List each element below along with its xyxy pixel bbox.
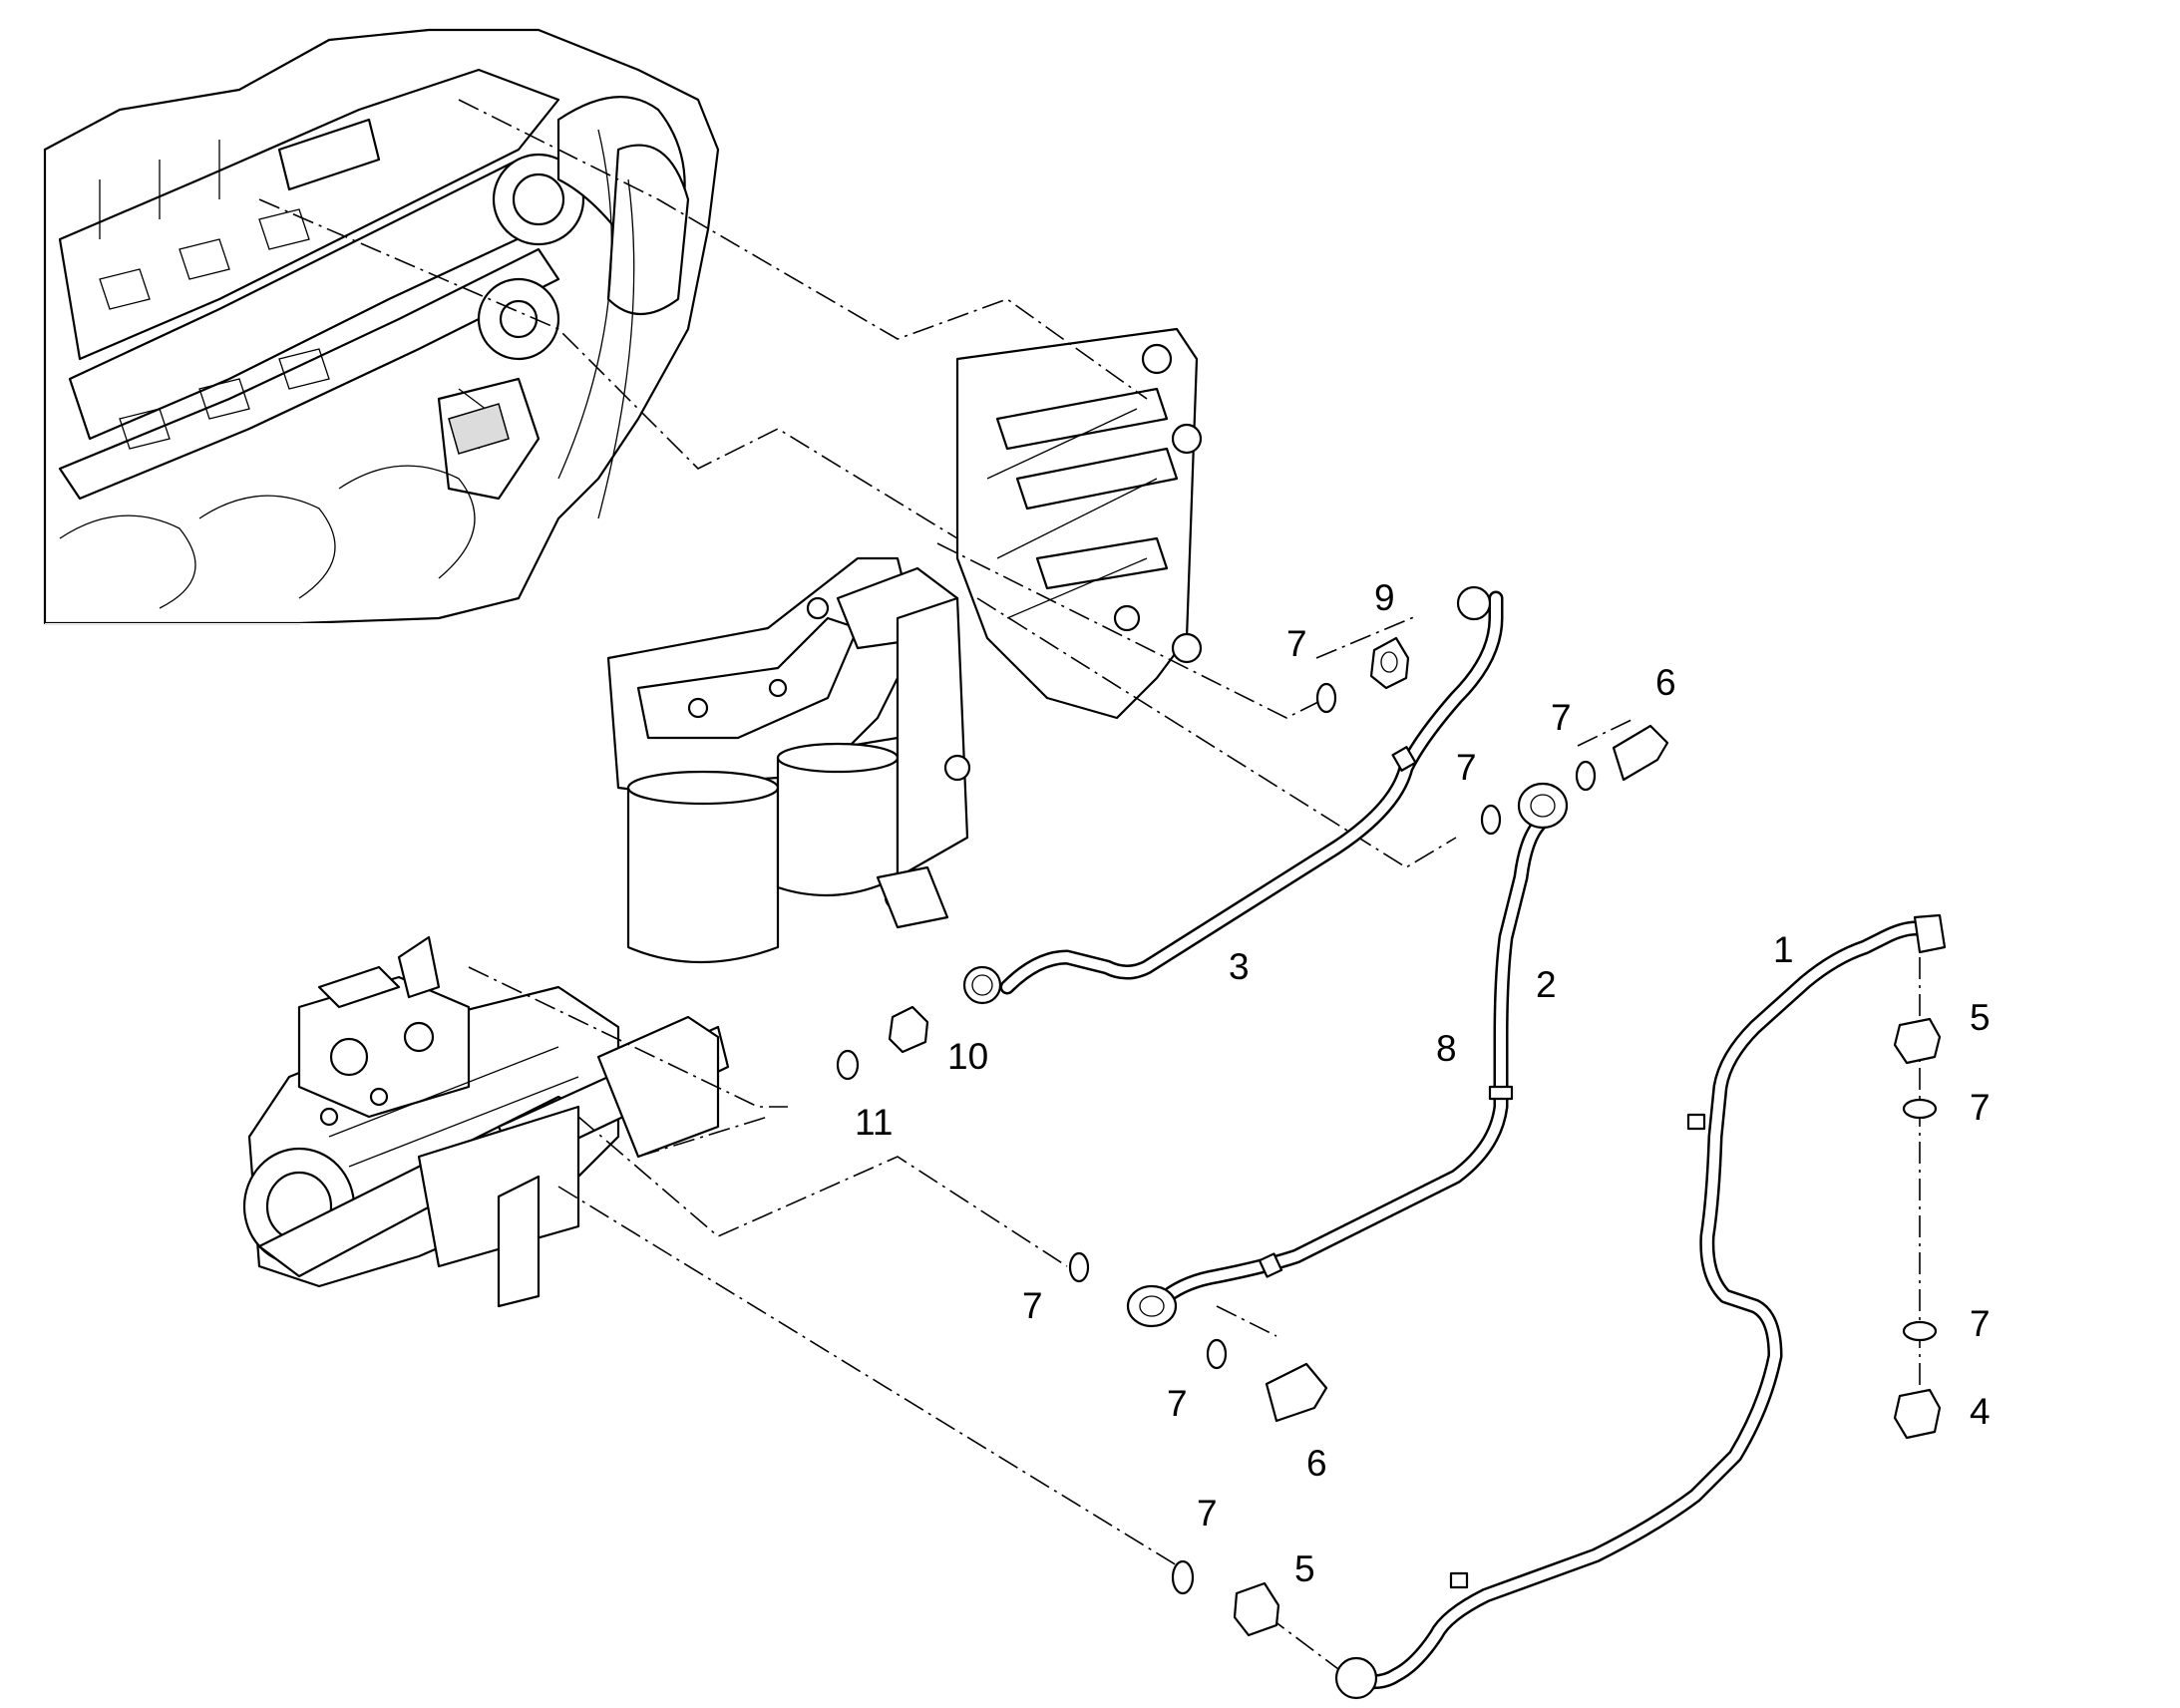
hose-2-upper-banjo (1517, 782, 1569, 830)
union-5a (1893, 1017, 1942, 1065)
hose-2-lower-banjo (1126, 1284, 1178, 1328)
hose-3 (962, 585, 1504, 1005)
callout-7-f: 7 (1197, 1493, 1218, 1534)
callout-6-lower: 6 (1306, 1443, 1327, 1484)
callout-1: 1 (1773, 929, 1794, 970)
small-parts (836, 636, 1942, 1637)
engine-block (43, 28, 720, 625)
callout-9: 9 (1374, 577, 1395, 618)
callout-7-c: 7 (1456, 747, 1477, 788)
adapter-4 (1893, 1388, 1942, 1440)
union-5b (1233, 1581, 1280, 1637)
hose-2 (1126, 782, 1569, 1328)
callout-4: 4 (1970, 1391, 1991, 1432)
leader-lines (258, 99, 1921, 1676)
fuel-filter-assembly (606, 327, 1203, 964)
callout-7-b: 7 (1551, 697, 1572, 738)
callout-7-a: 7 (1286, 623, 1307, 664)
hose-1-lower-fitting (1334, 1656, 1378, 1700)
callout-6-upper: 6 (1655, 662, 1676, 703)
washer-7d (1068, 1251, 1090, 1283)
callout-11: 11 (855, 1102, 893, 1143)
hose-1 (1334, 913, 1947, 1700)
banjo-bolt-6a (1612, 724, 1669, 782)
hose-2-clip (1488, 1085, 1514, 1101)
washer-7h (1902, 1320, 1938, 1342)
callout-8: 8 (1436, 1028, 1457, 1069)
callout-5-lower: 5 (1294, 1548, 1315, 1589)
washer-7e (1206, 1338, 1228, 1370)
washer-11 (836, 1049, 860, 1081)
injection-pump (242, 935, 730, 1308)
washer-7a (1315, 682, 1337, 714)
washer-7g (1902, 1098, 1938, 1120)
callout-7-g: 7 (1970, 1087, 1991, 1128)
callout-labels: 1 2 3 4 5 5 6 6 7 7 7 7 7 7 7 7 8 9 10 1… (855, 577, 1991, 1589)
callout-10: 10 (947, 1036, 988, 1077)
hose-1-upper-fitting (1913, 913, 1947, 954)
hose-3-lower-fitting (962, 965, 1002, 1005)
callout-2: 2 (1536, 964, 1557, 1005)
callout-3: 3 (1229, 946, 1250, 987)
banjo-bolt-6b (1265, 1362, 1328, 1423)
union-10 (888, 1005, 929, 1054)
callout-7-h: 7 (1970, 1303, 1991, 1344)
washer-7b (1575, 760, 1597, 792)
callout-7-e: 7 (1167, 1383, 1188, 1424)
callout-5-upper: 5 (1970, 997, 1991, 1038)
washer-7f (1171, 1559, 1195, 1595)
hose-3-upper-fitting (1456, 585, 1492, 621)
union-9 (1369, 636, 1410, 690)
callout-7-d: 7 (1022, 1285, 1043, 1326)
washer-7c (1480, 804, 1502, 836)
